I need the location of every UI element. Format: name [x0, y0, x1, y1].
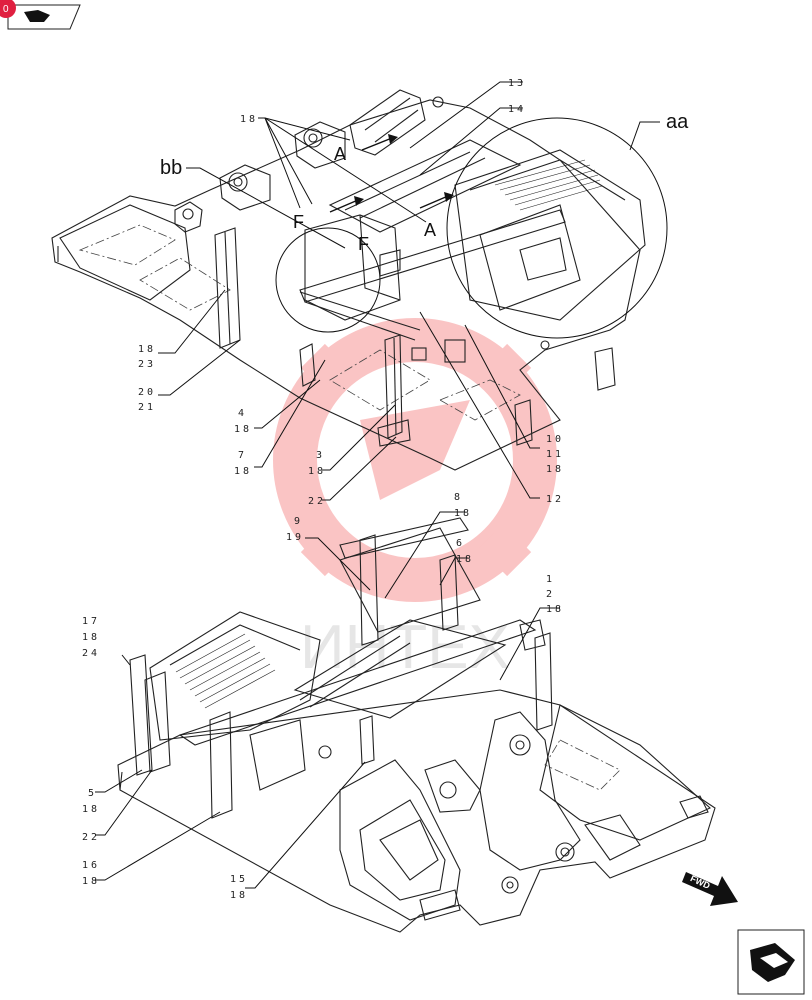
- view-marker-f-2: F: [358, 234, 369, 254]
- callout-12: 12: [546, 494, 564, 505]
- callout-13: 13: [508, 78, 526, 89]
- fwd-arrow-icon: FWD: [682, 872, 738, 906]
- callout-17-18-24-c: 24: [82, 648, 100, 659]
- badge-number: 0: [3, 4, 9, 15]
- leader-lines: [95, 81, 660, 889]
- watermark-text: ИНТЕХ: [300, 613, 510, 682]
- callout-9-19-a: 9: [294, 516, 303, 527]
- callout-8-18-a: 8: [454, 492, 463, 503]
- callout-4-18-b: 18: [234, 424, 252, 435]
- callout-14: 14: [508, 104, 526, 115]
- callout-bb: bb: [160, 157, 182, 179]
- callout-18-23-b: 23: [138, 359, 156, 370]
- callout-16-18-b: 18: [82, 876, 100, 887]
- callout-10-11-18-b: 11: [546, 449, 564, 460]
- view-marker-a-1: A: [334, 144, 346, 164]
- callout-labels: 13 14 18 aa bb A A F F 18 23 20 21 4 18 …: [82, 78, 689, 901]
- callout-18-23-a: 18: [138, 344, 156, 355]
- callout-22-bottom: 22: [82, 832, 100, 843]
- callout-9-19-b: 19: [286, 532, 304, 543]
- callout-8-18-b: 18: [454, 508, 472, 519]
- next-page-button[interactable]: [737, 929, 805, 995]
- callout-15-18-b: 18: [230, 890, 248, 901]
- callout-aa: aa: [666, 111, 689, 133]
- view-marker-f-1: F: [293, 212, 304, 232]
- callout-22-top: 22: [308, 496, 326, 507]
- upper-frame-assembly: [51, 89, 668, 471]
- callout-20-21-a: 20: [138, 387, 156, 398]
- callout-17-18-24-a: 17: [82, 616, 100, 627]
- callout-4-18-a: 4: [238, 408, 247, 419]
- callout-6-18-b: 18: [456, 554, 474, 565]
- prev-page-button[interactable]: 0: [0, 0, 81, 30]
- callout-7-18-b: 18: [234, 466, 252, 477]
- callout-1-2-18-c: 18: [546, 604, 564, 615]
- callout-15-18-a: 15: [230, 874, 248, 885]
- callout-5-18-b: 18: [82, 804, 100, 815]
- callout-18-top: 18: [240, 114, 258, 125]
- detail-circle-aa: [446, 117, 668, 339]
- callout-3-18-a: 3: [316, 450, 325, 461]
- callout-5-18-a: 5: [88, 788, 97, 799]
- callout-3-18-b: 18: [308, 466, 326, 477]
- prev-arrow-icon: [24, 10, 50, 22]
- callout-1-2-18-a: 1: [546, 574, 555, 585]
- callout-7-18-a: 7: [238, 450, 247, 461]
- callout-6-18-a: 6: [456, 538, 465, 549]
- callout-10-11-18-c: 18: [546, 464, 564, 475]
- callout-10-11-18-a: 10: [546, 434, 564, 445]
- callout-16-18-a: 16: [82, 860, 100, 871]
- detail-circle-bb: [275, 227, 381, 333]
- lower-frame-assembly: [117, 517, 716, 933]
- view-marker-a-2: A: [424, 220, 436, 240]
- callout-1-2-18-b: 2: [546, 589, 555, 600]
- callout-17-18-24-b: 18: [82, 632, 100, 643]
- callout-20-21-b: 21: [138, 402, 156, 413]
